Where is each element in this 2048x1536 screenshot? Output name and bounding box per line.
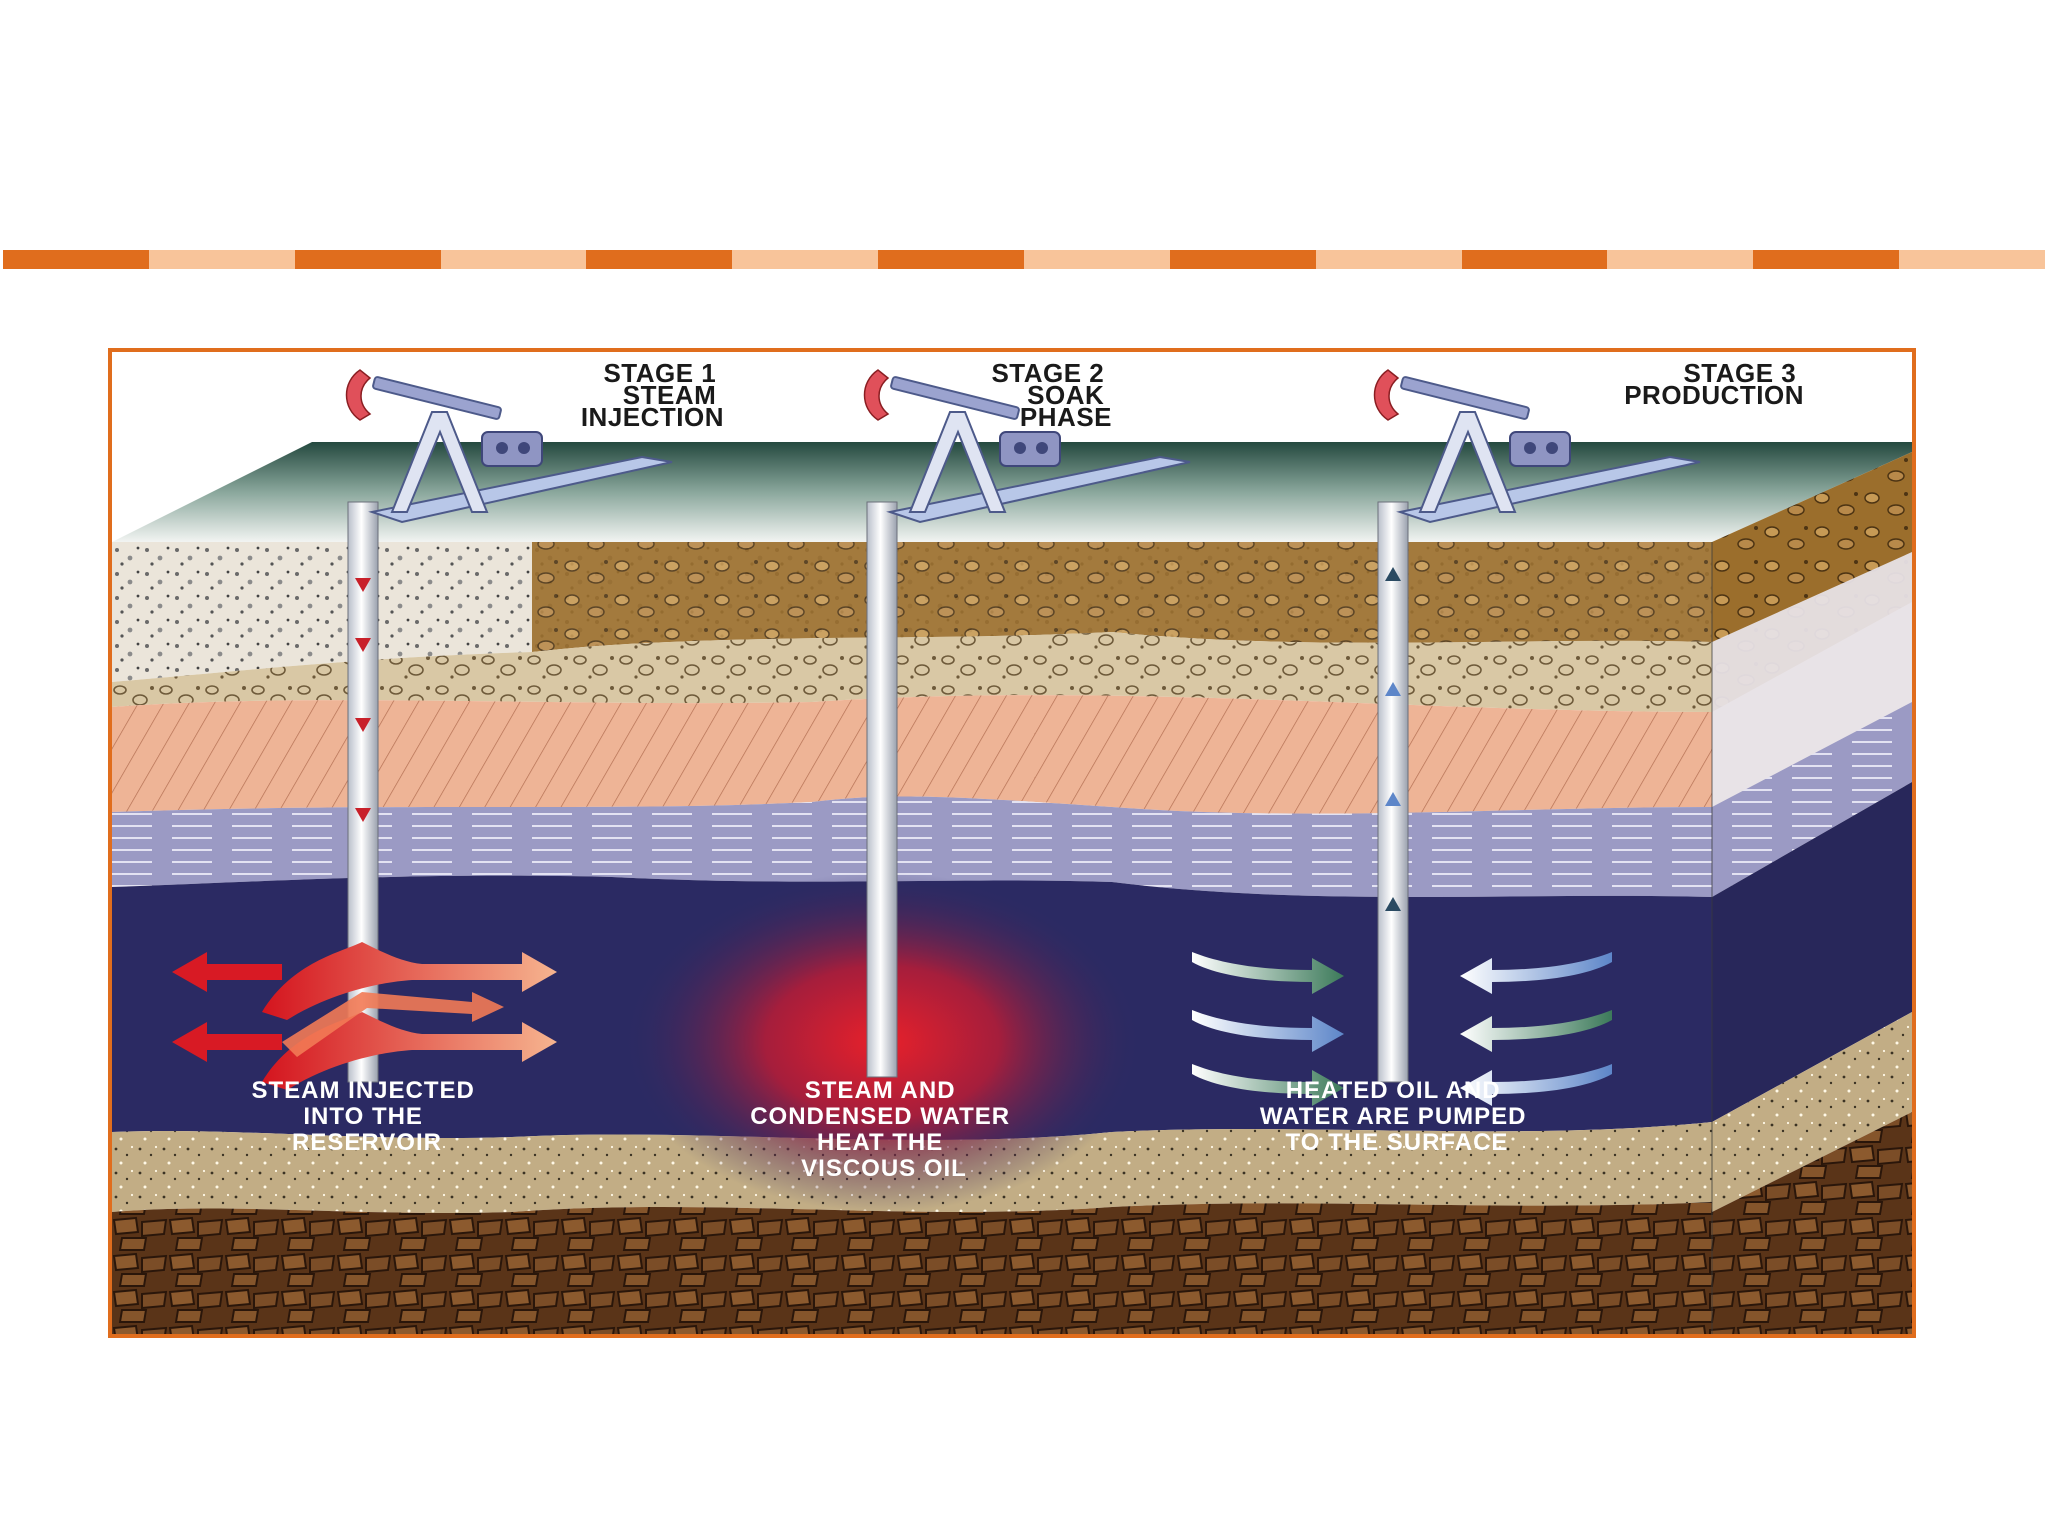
pump-jack-icon	[345, 369, 673, 524]
stripe-segment	[586, 250, 733, 269]
stripe-segment	[3, 250, 149, 269]
decorative-stripe-bar	[3, 250, 2046, 269]
stage-3-title-line: STAGE 3	[1683, 358, 1796, 388]
pump-jack-icon	[1373, 369, 1701, 524]
stage-2-title: STAGE 2 SOAK PHASE	[991, 358, 1112, 432]
stage-2-title-line: PHASE	[1020, 402, 1112, 432]
stage-3-title-line: PRODUCTION	[1624, 380, 1804, 410]
stage-1-title-line: STEAM	[623, 380, 717, 410]
flow-arrow-icon	[172, 1022, 282, 1062]
stripe-segment	[1461, 250, 1608, 269]
stage-1-title-line: STAGE 1	[603, 358, 716, 388]
block-side-cobble	[1712, 1112, 1912, 1334]
stratum-gravel	[112, 632, 1712, 712]
well-stage-2	[866, 501, 898, 1078]
stage-1-caption-line: INTO THE	[303, 1103, 423, 1130]
stage-2-caption-line: CONDENSED WATER	[750, 1103, 1010, 1130]
stage-2-title-line: STAGE 2	[991, 358, 1104, 388]
stage-2-title-line: SOAK	[1027, 380, 1104, 410]
stratum-brown-pebble	[532, 542, 1712, 652]
stripe-segment	[1315, 250, 1462, 269]
block-side-sand	[1712, 1012, 1912, 1212]
block-side-hatched	[1712, 552, 1912, 807]
stage-1-caption-line: STEAM INJECTED	[251, 1077, 474, 1104]
stage-1-title: STAGE 1 STEAM INJECTION	[581, 358, 724, 432]
block-side-reservoir	[1712, 782, 1912, 1122]
production-flow-arrows	[1192, 952, 1612, 1106]
pump-jack-icon	[863, 369, 1191, 524]
stripe-segment	[1607, 250, 1754, 269]
stripe-segment	[878, 250, 1025, 269]
steam-injection-arrows	[172, 942, 557, 1090]
stage-1-title-line: INJECTION	[581, 402, 724, 432]
stratum-shale	[112, 796, 1712, 897]
stage-2-caption: STEAM AND CONDENSED WATER HEAT THE VISCO…	[750, 1077, 1018, 1182]
steam-cycle-diagram: STAGE 1 STEAM INJECTION STAGE 2 SOAK PHA…	[112, 358, 1912, 1334]
block-side-shale	[1712, 702, 1912, 897]
stripe-segment	[148, 250, 295, 269]
stripe-segment	[1899, 250, 2046, 269]
stage-2-caption-line: VISCOUS OIL	[801, 1155, 967, 1182]
stratum-cobble	[112, 1202, 1712, 1334]
stripe-segment	[1753, 250, 1900, 269]
stage-2-caption-line: HEAT THE	[817, 1129, 943, 1156]
stage-3-caption-line: HEATED OIL AND	[1286, 1077, 1501, 1104]
flow-arrow-icon	[282, 992, 504, 1057]
stripe-segment	[1024, 250, 1170, 269]
stage-2-caption-line: STEAM AND	[805, 1077, 956, 1104]
flow-arrow-icon	[262, 1012, 557, 1090]
flow-arrow-icon	[172, 952, 282, 992]
flow-arrow-icon	[262, 942, 557, 1020]
diagram-frame: STAGE 1 STEAM INJECTION STAGE 2 SOAK PHA…	[108, 348, 1916, 1338]
stage-3-title: STAGE 3 PRODUCTION	[1624, 358, 1804, 410]
stripe-segment	[440, 250, 587, 269]
stratum-hatched	[112, 695, 1712, 814]
stripe-segment	[1169, 250, 1316, 269]
stage-3-caption-line: TO THE SURFACE	[1286, 1129, 1509, 1156]
stage-3-caption-line: WATER ARE PUMPED	[1260, 1103, 1527, 1130]
stripe-segment	[732, 250, 879, 269]
stage-1-caption: STEAM INJECTED INTO THE RESERVOIR	[251, 1077, 482, 1156]
stage-3-caption: HEATED OIL AND WATER ARE PUMPED TO THE S…	[1260, 1077, 1534, 1156]
stripe-segment	[294, 250, 441, 269]
well-stage-3	[1377, 501, 1409, 1083]
stage-1-caption-line: RESERVOIR	[292, 1129, 442, 1156]
